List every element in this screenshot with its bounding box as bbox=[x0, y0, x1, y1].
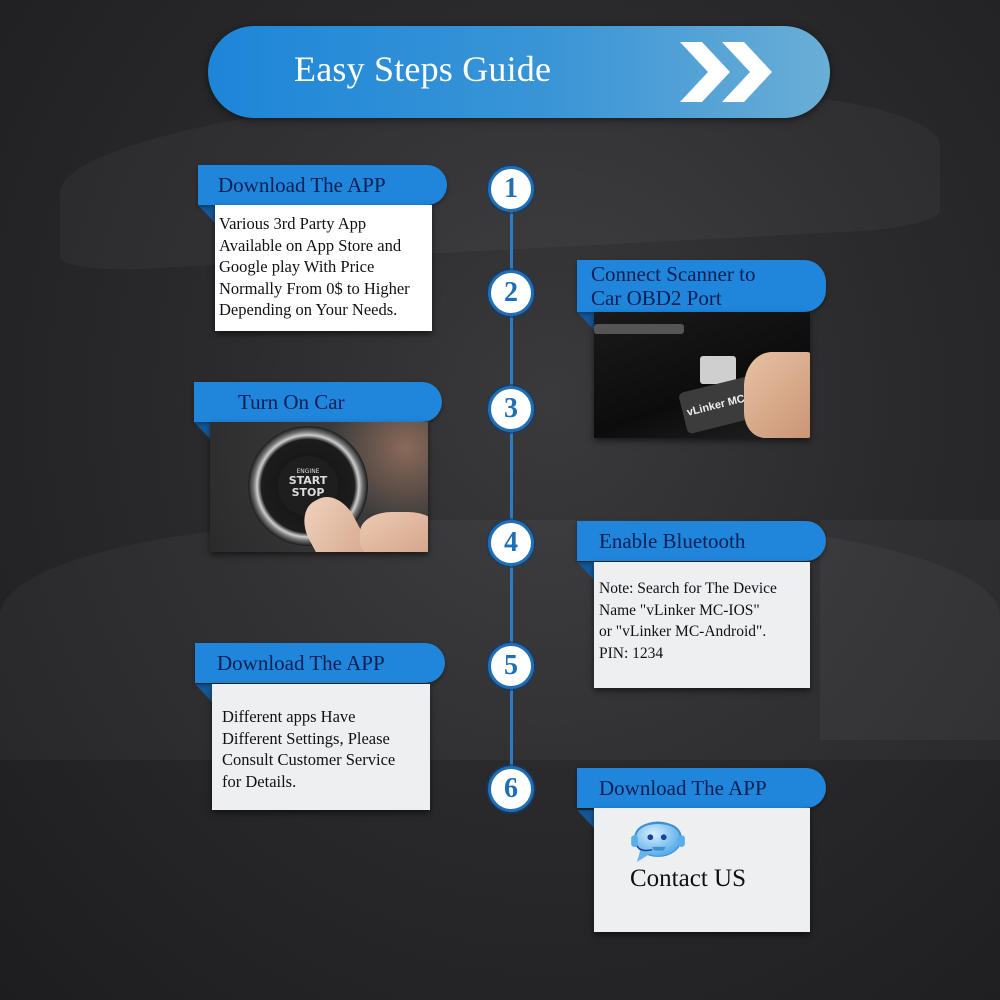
engine-start-button-photo: ENGINE START STOP bbox=[210, 422, 428, 552]
obd2-scanner-photo: vLinker MC+ bbox=[594, 312, 810, 438]
step-1-text-line: Depending on Your Needs. bbox=[219, 300, 398, 319]
scanner-device-label: vLinker MC+ bbox=[685, 391, 753, 419]
obd-port bbox=[700, 356, 736, 384]
contact-us-link[interactable]: Contact US bbox=[630, 865, 746, 892]
button-text-stop: STOP bbox=[291, 486, 325, 499]
ribbon-fold bbox=[577, 562, 594, 580]
step-6-body[interactable]: Contact US bbox=[594, 808, 810, 932]
step-1-body: Various 3rd Party App Available on App S… bbox=[215, 205, 432, 331]
step-1-text-line: Google play With Price bbox=[219, 257, 375, 276]
step-4-title: Enable Bluetooth bbox=[599, 529, 746, 553]
step-5-text-line: for Details. bbox=[222, 771, 297, 791]
step-1-text-line: Available on App Store and bbox=[219, 235, 402, 255]
step-number-5: 5 bbox=[488, 643, 534, 689]
ribbon-fold bbox=[577, 810, 594, 828]
step-6-title: Download The APP bbox=[599, 776, 767, 800]
step-number-2: 2 bbox=[488, 270, 534, 316]
step-2-ribbon: Connect Scanner to Car OBD2 Port bbox=[577, 260, 826, 312]
step-5-ribbon: Download The APP bbox=[195, 643, 445, 683]
step-number-6: 6 bbox=[488, 766, 534, 812]
step-number-1: 1 bbox=[488, 166, 534, 212]
step-4-body: Note: Search for The Device Name "vLinke… bbox=[594, 562, 810, 688]
button-text-engine: ENGINE bbox=[296, 468, 320, 475]
step-1-text-line: Various 3rd Party App bbox=[219, 214, 367, 233]
ribbon-fold bbox=[198, 205, 215, 223]
step-5-body: Different apps Have Different Settings, … bbox=[212, 684, 430, 810]
step-number-4: 4 bbox=[488, 520, 534, 566]
step-5-text-line: Different apps Have bbox=[222, 707, 356, 726]
step-4-text-line: or "vLinker MC-Android". bbox=[599, 623, 767, 640]
timeline-line bbox=[510, 190, 513, 790]
step-3-ribbon: Turn On Car bbox=[194, 382, 442, 422]
obd-cable bbox=[594, 324, 684, 334]
step-1-title: Download The APP bbox=[218, 173, 386, 197]
page-title: Easy Steps Guide bbox=[294, 49, 552, 89]
double-chevron-right-icon bbox=[680, 42, 772, 102]
step-4-text-line: PIN: 1234 bbox=[599, 644, 664, 662]
hand bbox=[744, 352, 810, 438]
step-2-title: Connect Scanner to Car OBD2 Port bbox=[591, 262, 755, 310]
step-1-text-line: Normally From 0$ to Higher bbox=[219, 278, 410, 298]
header-banner: Easy Steps Guide bbox=[208, 26, 830, 118]
step-3-title: Turn On Car bbox=[238, 390, 345, 414]
step-5-text-line: Different Settings, Please bbox=[222, 728, 390, 748]
ribbon-fold bbox=[195, 684, 212, 702]
step-1-ribbon: Download The APP bbox=[198, 165, 447, 205]
background-car-grille bbox=[820, 520, 1000, 740]
step-2-title-line: Connect Scanner to bbox=[591, 262, 756, 286]
step-6-ribbon: Download The APP bbox=[577, 768, 826, 808]
ribbon-fold bbox=[194, 422, 211, 440]
step-2-title-line: Car OBD2 Port bbox=[591, 286, 722, 310]
step-4-text-line: Name "vLinker MC-IOS" bbox=[599, 601, 760, 619]
ribbon-fold bbox=[577, 312, 594, 330]
step-4-text-line: Note: Search for The Device bbox=[599, 580, 777, 597]
customer-service-chat-icon[interactable] bbox=[628, 820, 688, 866]
button-text-start: START bbox=[288, 474, 328, 487]
hand bbox=[360, 512, 428, 552]
step-number-3: 3 bbox=[488, 386, 534, 432]
step-4-ribbon: Enable Bluetooth bbox=[577, 521, 826, 561]
step-5-title: Download The APP bbox=[217, 651, 385, 675]
step-5-text-line: Consult Customer Service bbox=[222, 750, 396, 769]
